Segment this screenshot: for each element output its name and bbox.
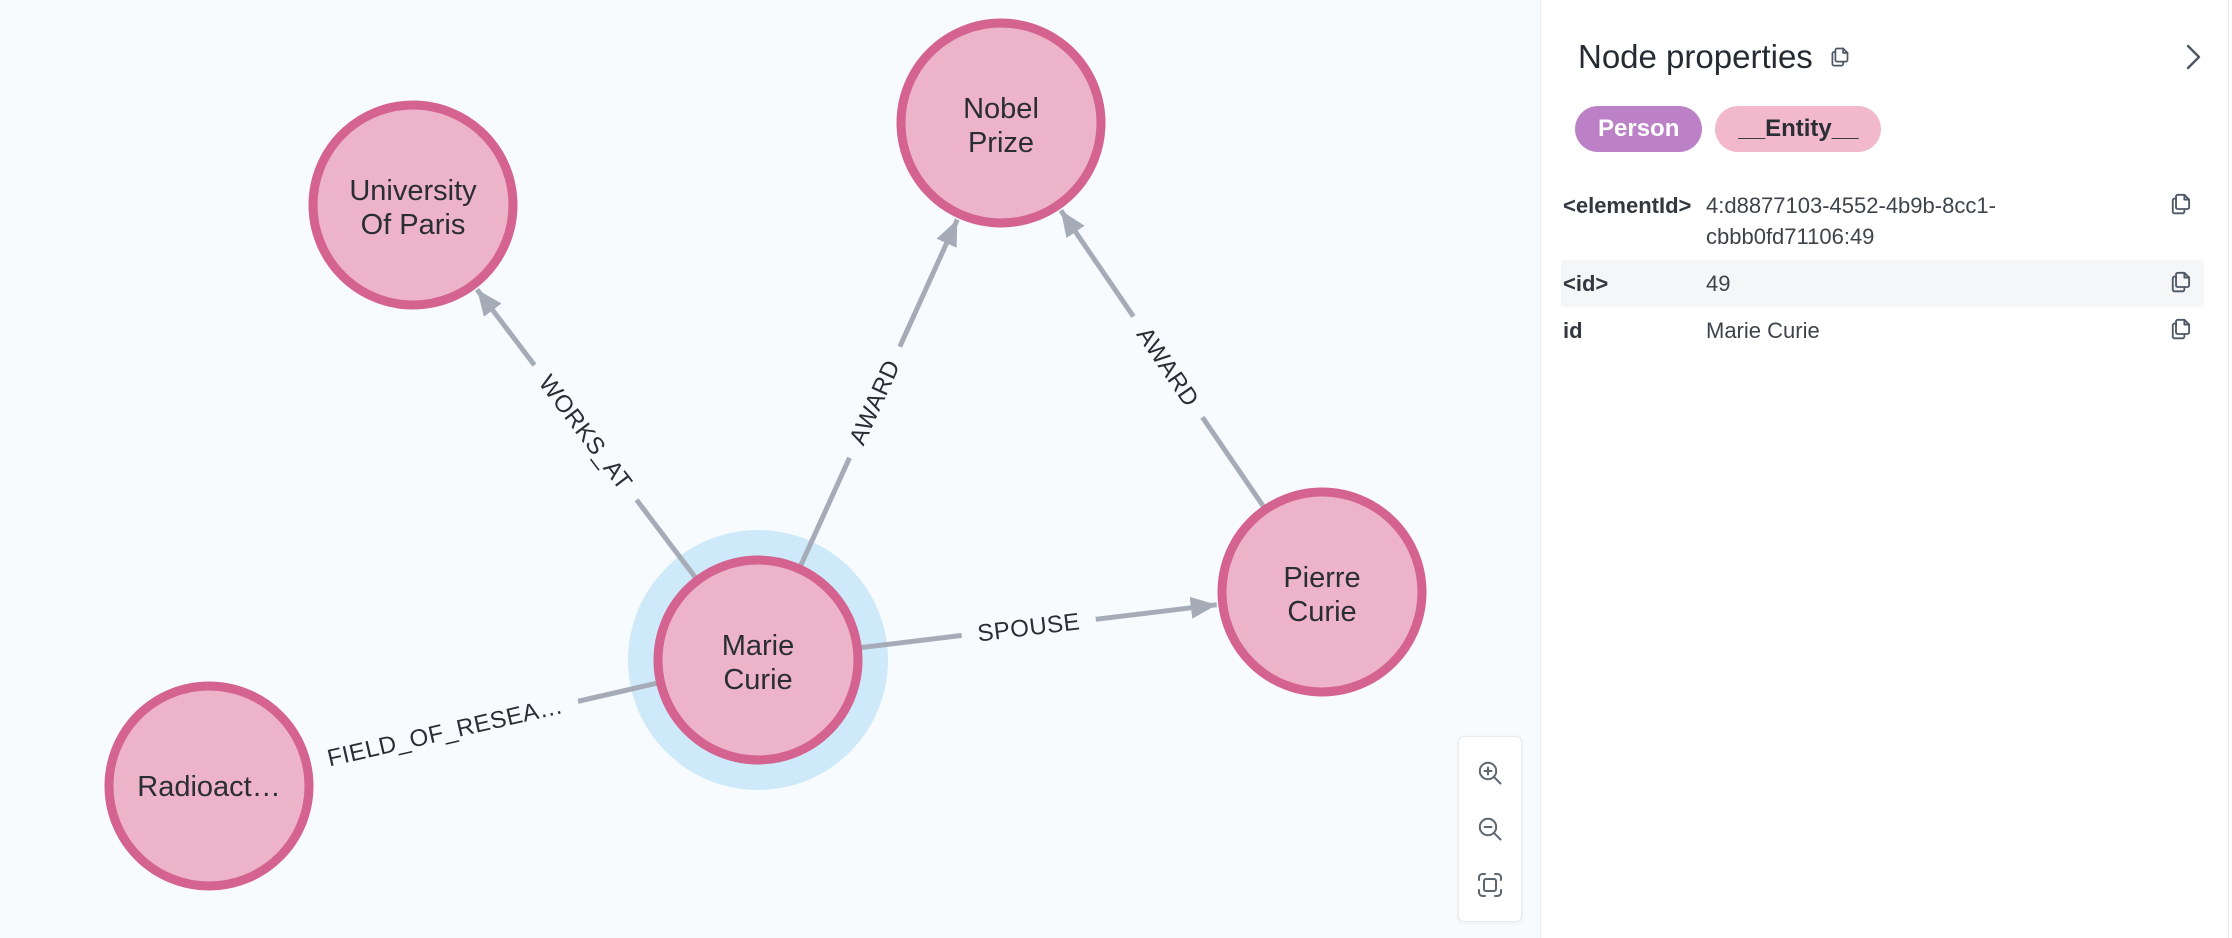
fit-to-screen-button[interactable] xyxy=(1468,865,1512,905)
copy-all-properties-button[interactable] xyxy=(1828,45,1852,69)
relationship-award[interactable]: AWARD xyxy=(1058,209,1267,510)
node-label-badge: Person xyxy=(1575,106,1703,152)
relationship-field-of-resea[interactable]: FIELD_OF_RESEA… xyxy=(308,680,660,781)
property-row: id Marie Curie xyxy=(1561,307,2204,354)
relationship-works-at[interactable]: WORKS_AT xyxy=(475,287,699,581)
graph-canvas[interactable]: WORKS_AT AWARD AWARD SPOUSE FIELD_OF_RESEA… U… xyxy=(0,0,1540,938)
copy-icon xyxy=(2171,271,2191,293)
property-key: id xyxy=(1563,318,1583,343)
zoom-out-button[interactable] xyxy=(1468,809,1512,849)
zoom-out-icon xyxy=(1475,814,1505,844)
property-value: 49 xyxy=(1706,271,1731,296)
graph-visualization[interactable]: WORKS_AT AWARD AWARD SPOUSE FIELD_OF_RESEA… U… xyxy=(0,0,1540,938)
copy-property-button[interactable] xyxy=(2168,268,2194,295)
node-label-badges: Person __Entity__ xyxy=(1575,106,2206,152)
property-key: <elementId> xyxy=(1563,193,1692,218)
copy-icon xyxy=(2171,193,2191,215)
copy-property-button[interactable] xyxy=(2168,315,2194,342)
node-properties-panel: Node properties Person __Entity__ <elemen… xyxy=(1540,0,2232,938)
fit-to-screen-icon xyxy=(1475,870,1505,900)
zoom-in-button[interactable] xyxy=(1468,753,1512,793)
relationship-spouse[interactable]: SPOUSE xyxy=(858,596,1218,655)
panel-header: Node properties xyxy=(1578,38,2206,76)
relationship-label: AWARD xyxy=(844,356,906,449)
collapse-panel-button[interactable] xyxy=(2180,40,2206,74)
panel-title: Node properties xyxy=(1578,38,1813,75)
properties-table: <elementId> 4:d8877103-4552-4b9b-8cc1-cbb… xyxy=(1561,182,2204,354)
property-row: <elementId> 4:d8877103-4552-4b9b-8cc1-cbb… xyxy=(1561,182,2204,260)
chevron-right-icon xyxy=(2180,40,2206,74)
property-value: 4:d8877103-4552-4b9b-8cc1-cbbb0fd71106:4… xyxy=(1706,193,1996,249)
zoom-controls xyxy=(1458,736,1522,922)
copy-icon xyxy=(1828,45,1852,69)
relationship-label: FIELD_OF_RESEA… xyxy=(325,692,566,772)
property-row: <id> 49 xyxy=(1561,260,2204,307)
node-radioactivity[interactable]: Radioact… xyxy=(104,681,314,891)
zoom-in-icon xyxy=(1475,758,1505,788)
property-key: <id> xyxy=(1563,271,1609,296)
relationship-label: WORKS_AT xyxy=(533,370,637,495)
property-value: Marie Curie xyxy=(1706,318,1820,343)
copy-icon xyxy=(2171,318,2191,340)
relationship-award[interactable]: AWARD xyxy=(797,218,960,569)
node-label-badge: __Entity__ xyxy=(1715,106,1882,152)
copy-property-button[interactable] xyxy=(2168,190,2194,217)
